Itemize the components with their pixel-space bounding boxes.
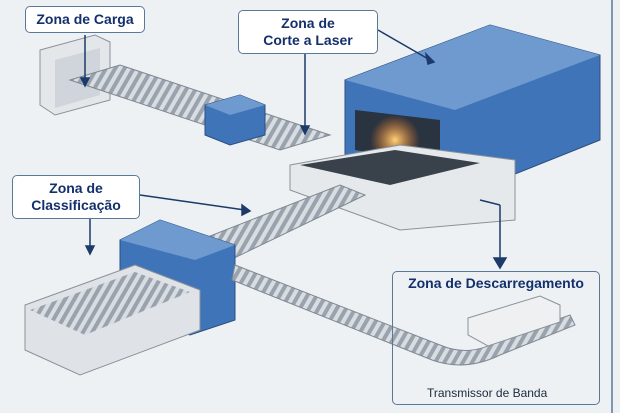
laser-zone-label-line1: Zona de [281,15,335,31]
unloading-zone-title: Zona de Descarregamento [408,275,584,291]
laser-zone-label-line2: Corte a Laser [263,32,353,48]
laser-zone-label: Zona de Corte a Laser [238,10,378,54]
laser-cutting-machine [289,24,601,231]
sorting-machine [24,219,236,376]
belt-conveyor-label: Transmissor de Banda [427,386,548,400]
sorting-zone-label: Zona de Classificação [12,175,140,219]
inspection-tunnel [204,94,266,146]
sorting-zone-label-line2: Classificação [31,197,121,213]
loading-zone-label: Zona de Carga [25,6,145,33]
loading-station [39,34,111,116]
callout-arrows [79,29,508,270]
sorting-zone-label-line1: Zona de [49,180,103,196]
package-box [467,295,561,347]
unloading-zone-panel: Zona de Descarregamento [392,271,600,405]
belt-conveyor [231,264,576,366]
upper-conveyor [68,64,332,151]
